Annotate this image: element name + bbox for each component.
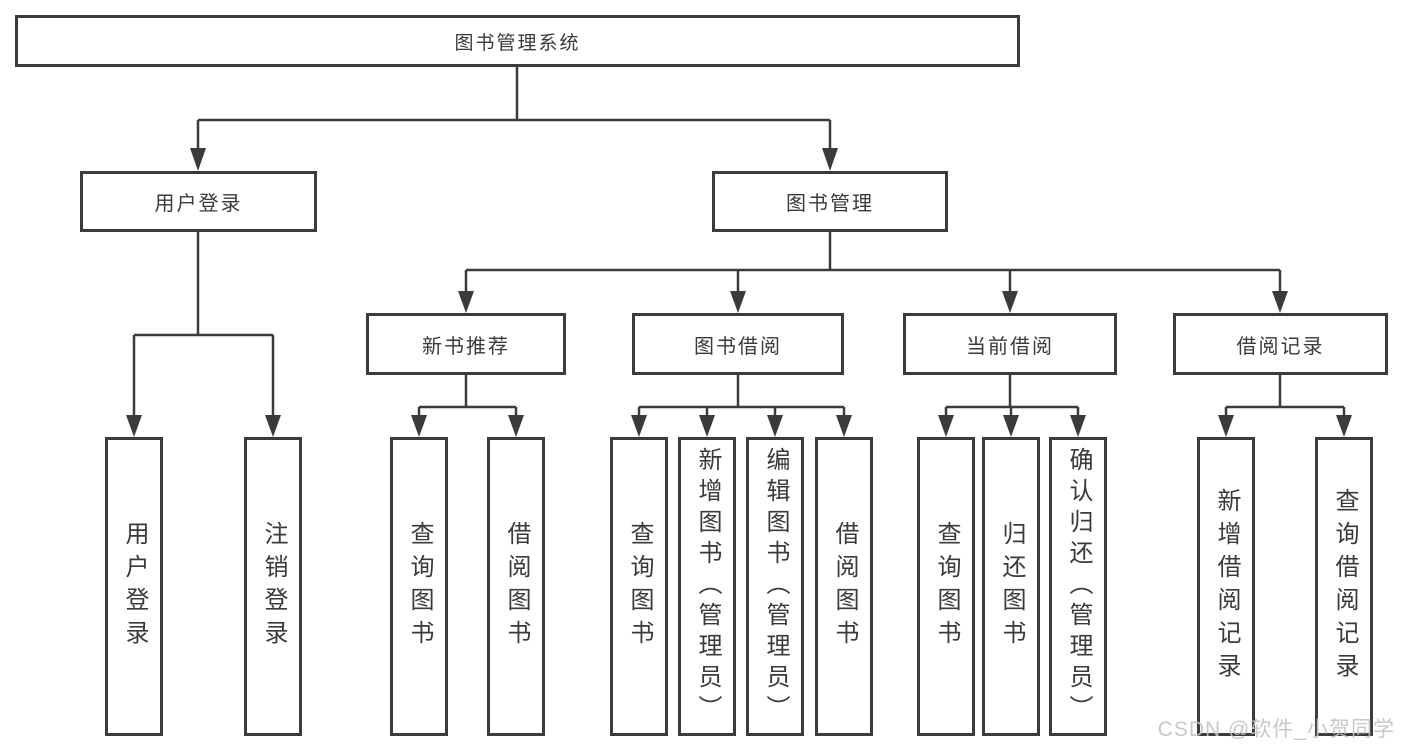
node-label: 注销登录 xyxy=(260,520,287,653)
leaf-logout: 注销登录 xyxy=(244,437,302,736)
node-label: 借阅记录 xyxy=(1236,335,1325,358)
node-label: 图书管理 xyxy=(786,193,874,215)
node-root-library-system: 图书管理系统 xyxy=(15,15,1020,67)
node-label: 归还图书 xyxy=(998,520,1025,653)
leaf-user-login: 用户登录 xyxy=(105,437,163,736)
node-label: 新书推荐 xyxy=(422,335,510,358)
node-book-borrow: 图书借阅 xyxy=(632,313,844,375)
leaf-borrow-books-recommend: 借阅图书 xyxy=(487,437,545,736)
leaf-add-borrow-record: 新增借阅记录 xyxy=(1197,437,1255,736)
node-label: 用户登录 xyxy=(121,520,148,653)
node-label: 编辑图书（管理员） xyxy=(762,447,789,726)
node-label: 确认归还（管理员） xyxy=(1065,447,1092,726)
node-label: 新增借阅记录 xyxy=(1213,487,1240,686)
leaf-query-books-borrow: 查询图书 xyxy=(610,437,668,736)
leaf-return-books: 归还图书 xyxy=(982,437,1040,736)
node-label: 借阅图书 xyxy=(503,520,530,653)
node-label: 图书管理系统 xyxy=(454,32,581,54)
node-label: 图书借阅 xyxy=(694,335,782,358)
leaf-query-books-current: 查询图书 xyxy=(917,437,975,736)
leaf-confirm-return-admin: 确认归还（管理员） xyxy=(1049,437,1107,736)
leaf-query-borrow-record: 查询借阅记录 xyxy=(1315,437,1373,736)
arrowhead-group xyxy=(126,148,1352,437)
node-label: 查询图书 xyxy=(933,520,960,653)
node-current-borrow: 当前借阅 xyxy=(903,313,1117,375)
leaf-query-books-recommend: 查询图书 xyxy=(390,437,448,736)
node-label: 新增图书（管理员） xyxy=(694,447,721,726)
node-new-book-recommend: 新书推荐 xyxy=(366,313,566,375)
node-label: 查询图书 xyxy=(406,520,433,653)
leaf-borrow-books: 借阅图书 xyxy=(815,437,873,736)
leaf-add-books-admin: 新增图书（管理员） xyxy=(678,437,736,736)
node-user-login-module: 用户登录 xyxy=(80,171,317,232)
node-label: 当前借阅 xyxy=(966,335,1054,358)
leaf-edit-books-admin: 编辑图书（管理员） xyxy=(746,437,804,736)
node-label: 查询借阅记录 xyxy=(1331,487,1358,686)
node-label: 借阅图书 xyxy=(831,520,858,653)
node-label: 查询图书 xyxy=(626,520,653,653)
node-label: 用户登录 xyxy=(154,193,243,215)
node-book-management-module: 图书管理 xyxy=(712,171,948,232)
node-borrow-records: 借阅记录 xyxy=(1173,313,1388,375)
